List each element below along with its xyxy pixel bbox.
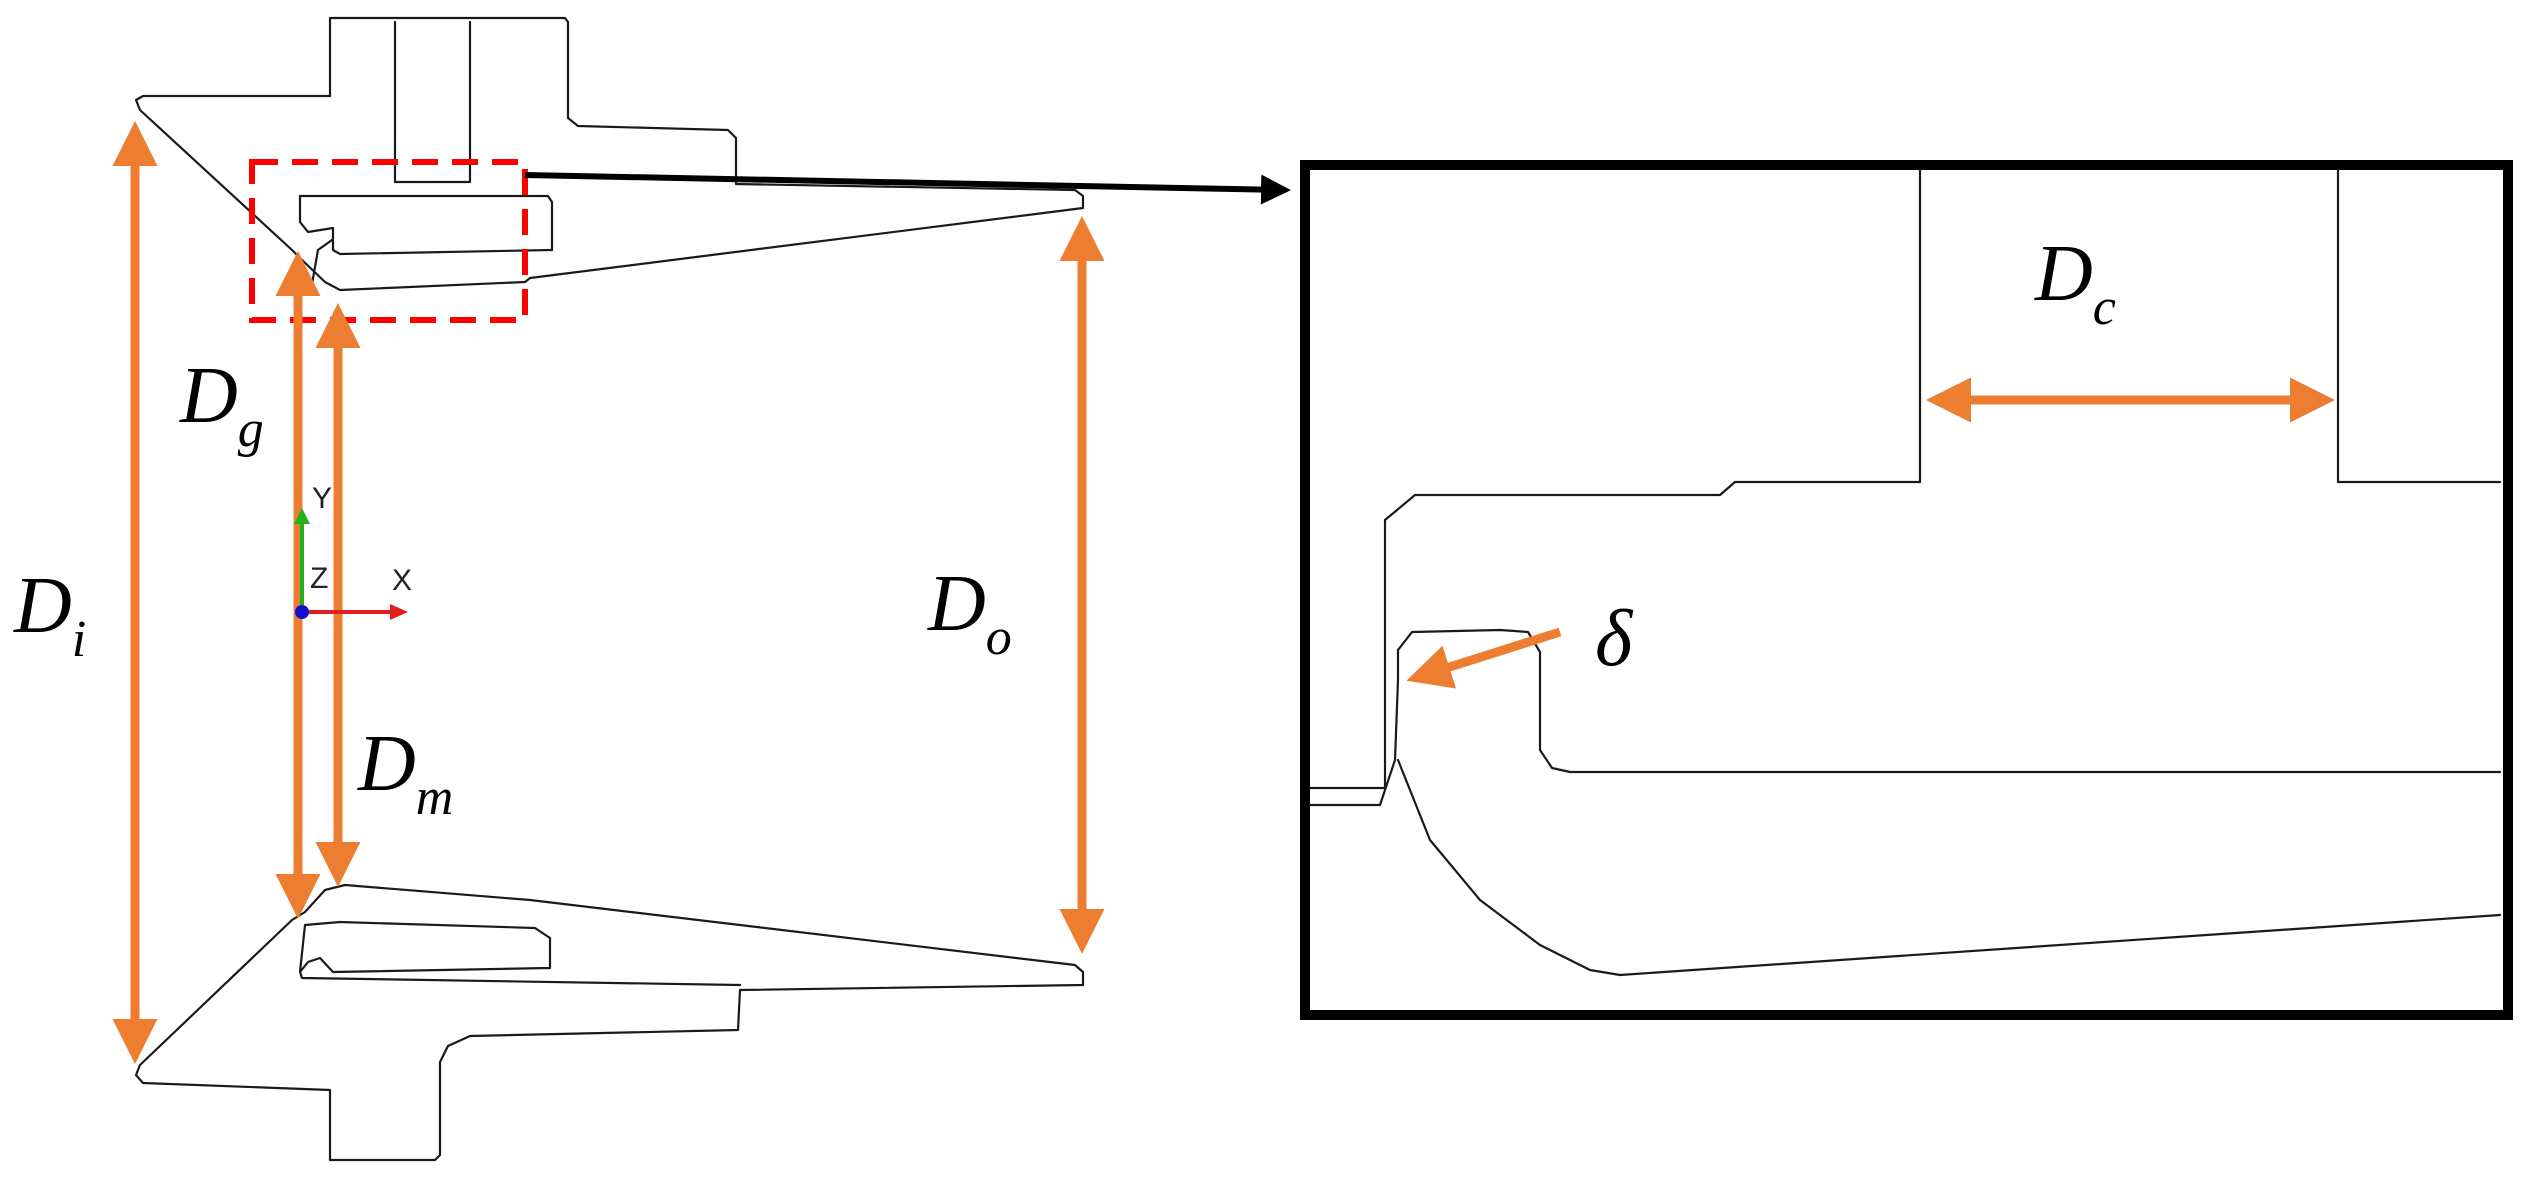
top-seal-tooth (393, 20, 472, 184)
zoom-right-tooth (2336, 168, 2502, 484)
top-body-outline (134, 16, 1085, 292)
bottom-body-outline (134, 883, 1085, 1162)
origin-dot (295, 605, 309, 619)
x-axis-label: X (392, 564, 412, 597)
y-axis-label: Y (312, 482, 332, 515)
section-top-half (134, 16, 1085, 292)
section-bottom-half (134, 883, 1085, 1162)
delta-pointer-arrow (1406, 627, 1562, 689)
bottom-seal-cavity (298, 920, 552, 974)
z-axis-label: Z (310, 562, 328, 595)
x-axis-head (390, 604, 408, 620)
top-lip (310, 238, 334, 286)
y-axis-head (294, 508, 310, 524)
zoom-pointer-arrow (524, 172, 1291, 205)
bottom-flange-step (298, 970, 742, 987)
coordinate-triad: Y Z X (294, 482, 412, 620)
label-di: Di (13, 562, 86, 668)
zoom-lower-curve (1308, 678, 2502, 977)
zoom-highlight-box (249, 159, 528, 323)
label-dc: Dc (2034, 230, 2116, 336)
label-do: Do (927, 560, 1012, 666)
zoom-upper-profile (1308, 168, 1922, 790)
top-seal-cavity (298, 194, 554, 256)
zoom-detail-view: Dc δ (1300, 160, 2513, 1020)
label-delta: δ (1595, 595, 1634, 683)
label-dg: Dg (179, 352, 264, 458)
zoom-frame (1300, 160, 2513, 1020)
label-dm: Dm (357, 720, 453, 826)
